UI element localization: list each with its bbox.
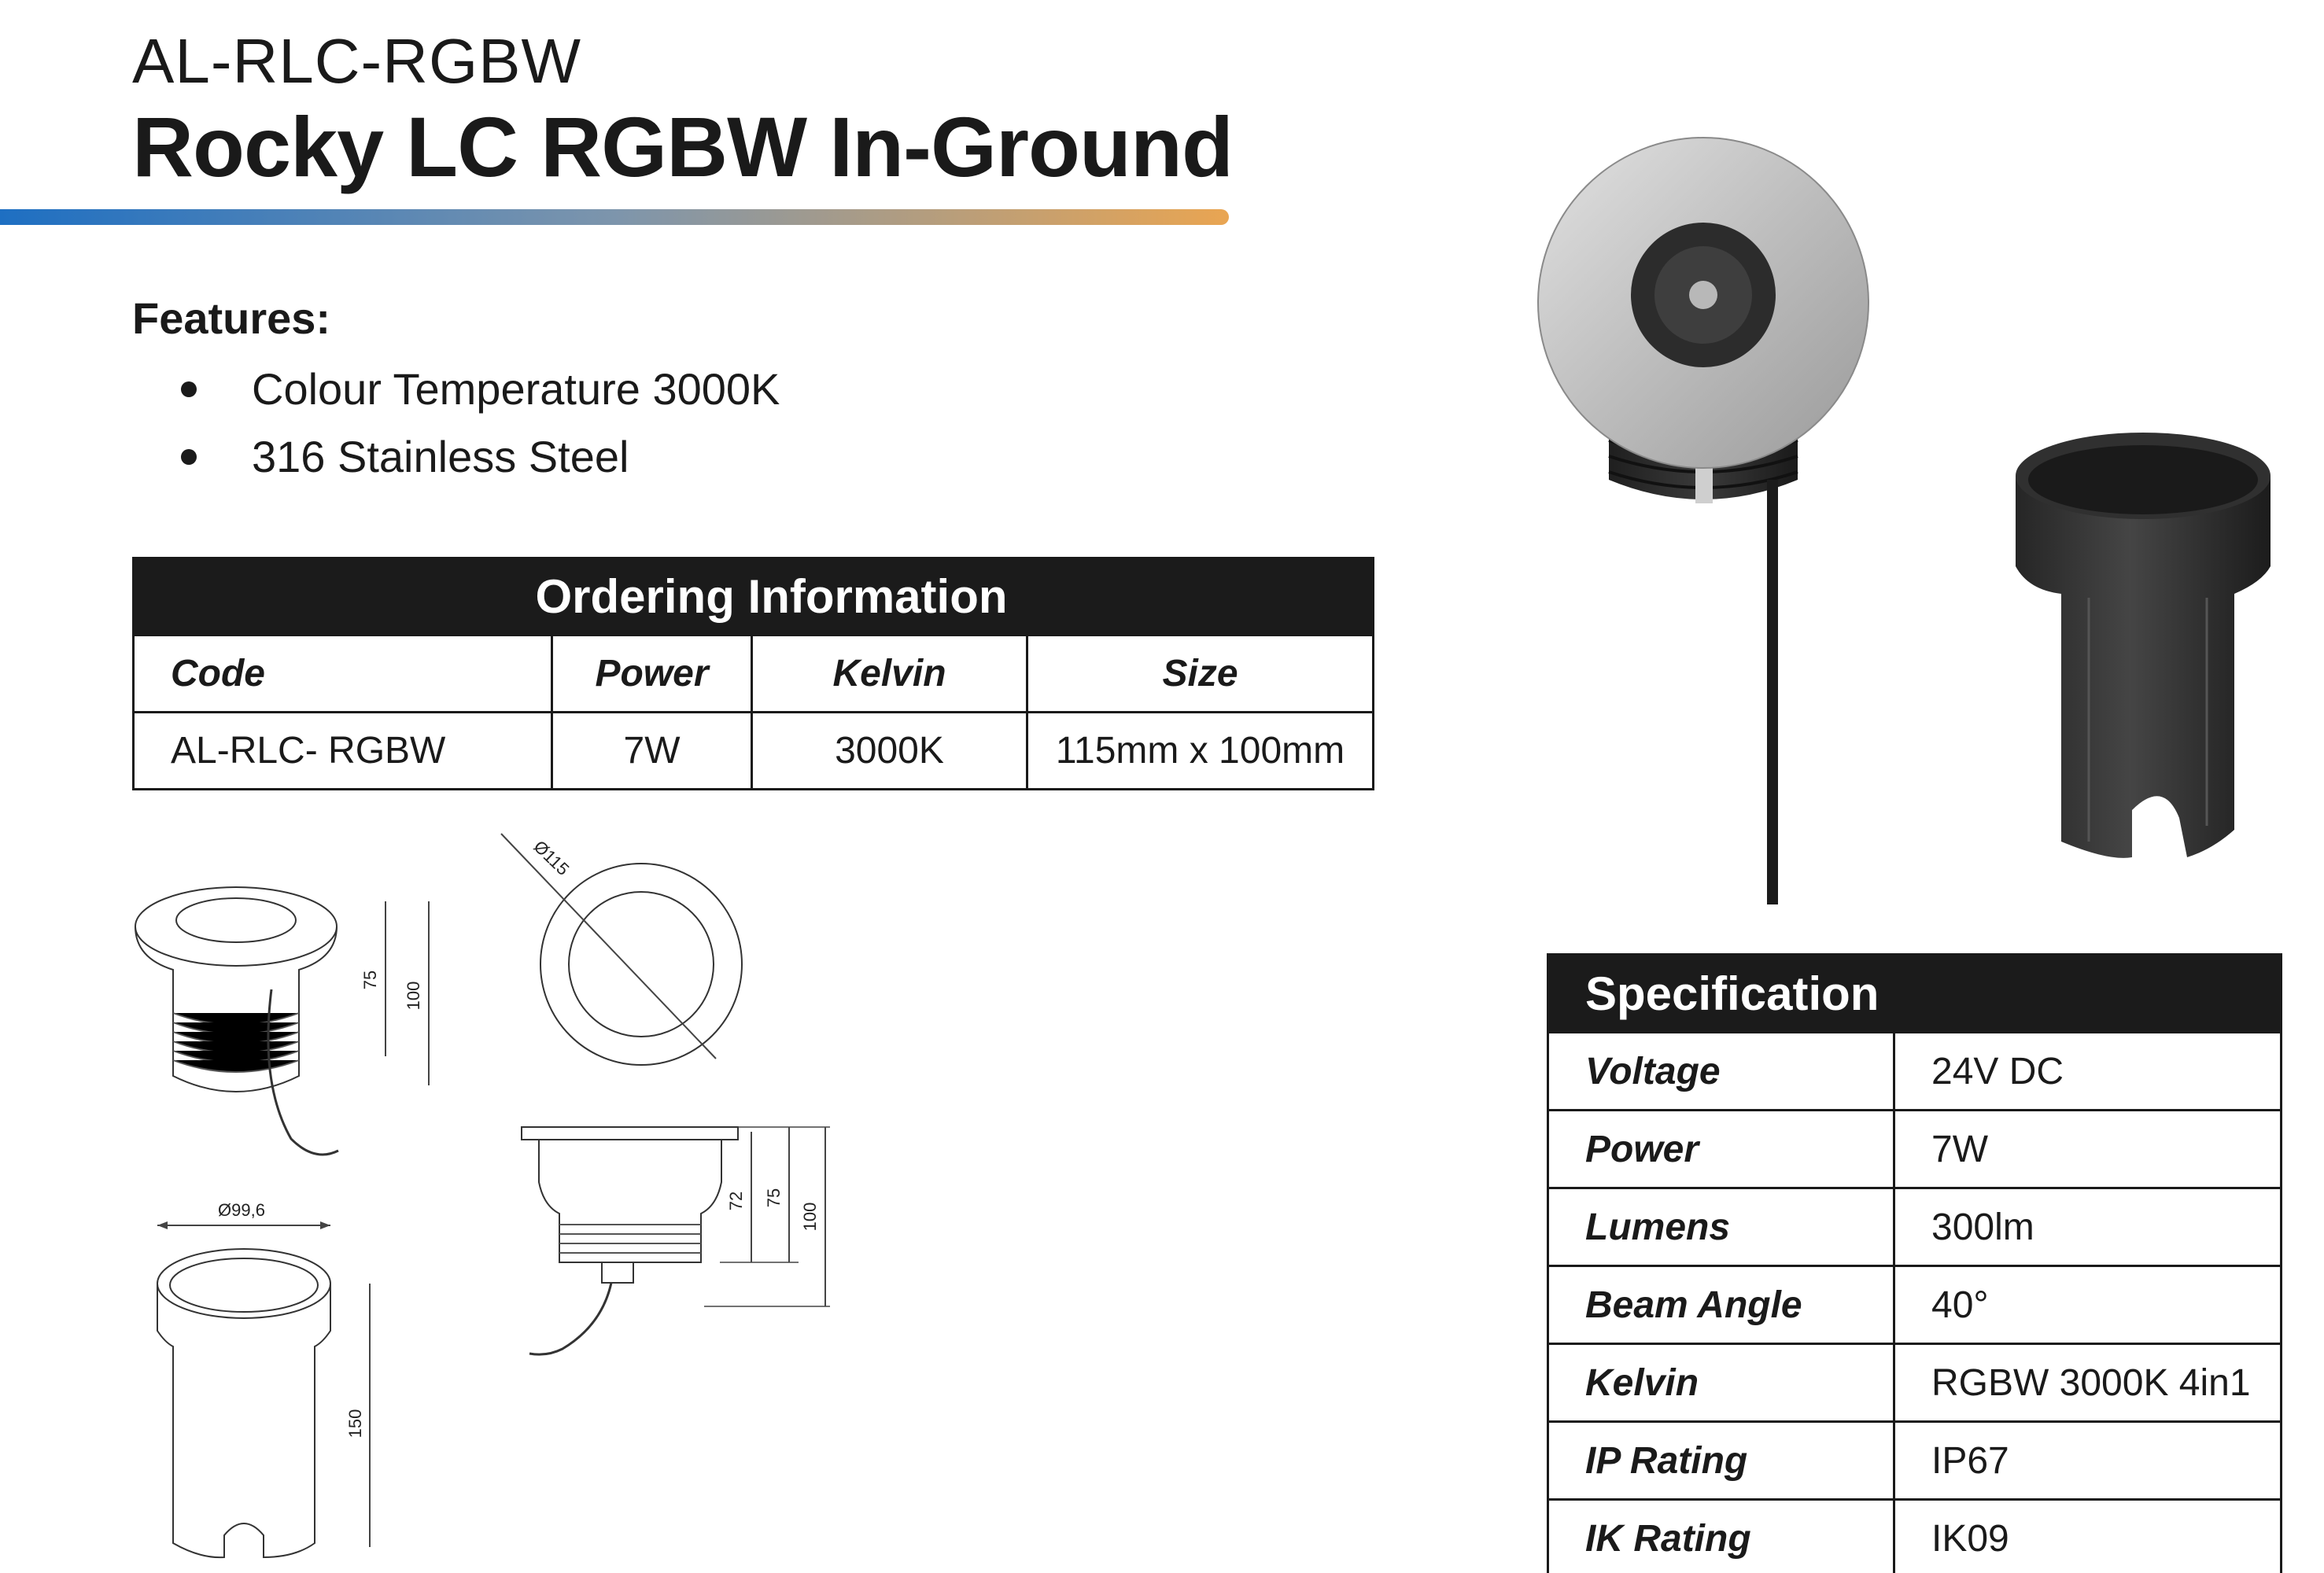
product-code: AL-RLC-RGBW <box>132 26 582 96</box>
spec-value: IK09 <box>1892 1498 2283 1573</box>
fixture-side-drawing: 75 100 <box>135 886 430 1156</box>
dimension-label: 75 <box>360 971 380 989</box>
table-row: Kelvin RGBW 3000K 4in1 <box>1547 1343 2283 1423</box>
specification-title-row: Specification <box>1546 953 2283 1033</box>
spec-label: Kelvin <box>1547 1343 1895 1423</box>
bullet-icon <box>181 448 197 465</box>
spec-label: Beam Angle <box>1547 1265 1895 1345</box>
spec-label: Lumens <box>1547 1187 1895 1267</box>
spec-value: IP67 <box>1892 1420 2283 1501</box>
cell-power: 7W <box>551 711 753 790</box>
table-row: Power 7W <box>1547 1109 2283 1189</box>
column-header-power: Power <box>551 634 753 713</box>
spec-label: Voltage <box>1547 1031 1895 1111</box>
ordering-header-row: Code Power Kelvin Size <box>132 634 1374 713</box>
cell-size: 115mm x 100mm <box>1026 711 1374 790</box>
spec-label: IP Rating <box>1547 1420 1895 1501</box>
title-accent-bar <box>0 209 1229 225</box>
dimension-label: 150 <box>345 1409 365 1439</box>
feature-item: 316 Stainless Steel <box>181 433 629 481</box>
spec-label: IK Rating <box>1547 1498 1895 1573</box>
sleeve-product-image <box>2016 433 2271 858</box>
cell-code: AL-RLC- RGBW <box>132 711 553 790</box>
feature-item: Colour Temperature 3000K <box>181 365 780 414</box>
column-header-code: Code <box>132 634 553 713</box>
table-row: Beam Angle 40° <box>1547 1265 2283 1345</box>
spec-value: 40° <box>1892 1265 2283 1345</box>
sleeve-drawing: Ø99,6 150 <box>157 1200 371 1559</box>
fixture-section-drawing: 72 75 100 <box>521 1126 830 1356</box>
spec-label: Power <box>1547 1109 1895 1189</box>
cell-kelvin: 3000K <box>751 711 1028 790</box>
bullet-icon <box>181 381 197 397</box>
table-row: IP Rating IP67 <box>1547 1420 2283 1501</box>
specification-title: Specification <box>1546 953 2283 1033</box>
dimension-label: Ø99,6 <box>218 1200 265 1220</box>
features-heading: Features: <box>132 293 331 343</box>
feature-text: Colour Temperature 3000K <box>252 364 780 414</box>
spec-value: 24V DC <box>1892 1031 2283 1111</box>
fixture-top-drawing: Ø115 <box>500 833 743 1066</box>
ordering-title: Ordering Information <box>132 557 1374 636</box>
ordering-title-row: Ordering Information <box>132 557 1374 636</box>
dimension-label: 72 <box>726 1192 746 1210</box>
dimension-label: 75 <box>764 1188 784 1207</box>
column-header-size: Size <box>1026 634 1374 713</box>
column-header-kelvin: Kelvin <box>751 634 1028 713</box>
spec-value: RGBW 3000K 4in1 <box>1892 1343 2283 1423</box>
spec-value: 7W <box>1892 1109 2283 1189</box>
spec-value: 300lm <box>1892 1187 2283 1267</box>
table-row: Lumens 300lm <box>1547 1187 2283 1267</box>
fixture-product-image <box>1537 137 1869 904</box>
ordering-table: Ordering Information Code Power Kelvin S… <box>132 557 1374 790</box>
specification-table: Specification Voltage 24V DC Power 7W Lu… <box>1546 953 2283 1573</box>
table-row: Voltage 24V DC <box>1547 1031 2283 1111</box>
dimension-label: Ø115 <box>530 837 574 879</box>
table-row: IK Rating IK09 <box>1547 1498 2283 1573</box>
table-row: AL-RLC- RGBW 7W 3000K 115mm x 100mm <box>132 711 1374 790</box>
feature-text: 316 Stainless Steel <box>252 432 629 481</box>
page-title: Rocky LC RGBW In-Ground <box>132 99 1234 194</box>
dimension-label: 100 <box>404 982 423 1011</box>
dimension-label: 100 <box>800 1203 820 1232</box>
